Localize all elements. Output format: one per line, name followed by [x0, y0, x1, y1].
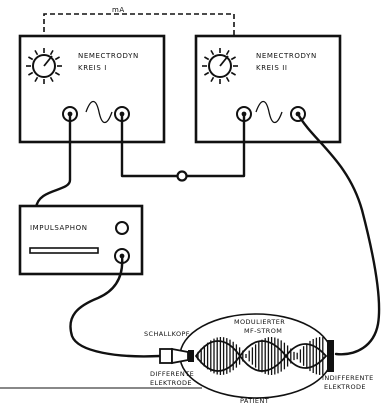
dial-tick — [210, 50, 215, 56]
patient-tissue — [179, 313, 333, 399]
dial-tick — [225, 50, 230, 56]
impulsaphon-unit: IMPULSAPHON — [18, 204, 144, 276]
milliammeter-label: mA — [112, 6, 125, 14]
indifferent-electrode-label-1: INDIFFERENTE — [322, 374, 374, 382]
patient-label: PATIENT — [240, 397, 269, 405]
dial-tick — [230, 56, 236, 61]
modulated-current-label-1: MODULIERTER — [234, 318, 285, 326]
display-slot — [29, 247, 99, 254]
differential-electrode-label-1: DIFFERENTE — [150, 370, 194, 378]
dial-tick — [54, 71, 60, 76]
dial-tick — [34, 76, 39, 82]
differential-electrode-label-2: ELEKTRODE — [150, 379, 192, 387]
circuit-2-subtitle: KREIS II — [256, 64, 288, 72]
nemectrodyn-circuit-1-unit: NEMECTRODYN KREIS I — [18, 34, 166, 144]
dial-tick — [28, 56, 34, 61]
wire-circuit-1-to-impulse — [34, 112, 72, 210]
dial-tick — [34, 50, 39, 56]
control-knob — [115, 221, 129, 235]
modulated-current-label-2: MF-STROM — [244, 327, 282, 335]
dial-icon — [202, 48, 238, 84]
wire-impulse-to-soundhead — [69, 254, 162, 358]
junction-node — [176, 170, 188, 182]
wire-circuit-2-to-indifferent-electrode — [296, 112, 381, 356]
impulsaphon-label: IMPULSAPHON — [30, 224, 88, 232]
dial-tick — [54, 56, 60, 61]
dial-tick — [204, 71, 210, 76]
dial-tick — [225, 76, 230, 82]
milliammeter-dashed-link — [43, 13, 235, 48]
sound-head-probe — [159, 347, 194, 365]
dial-tick — [49, 50, 54, 56]
circuit-2-title: NEMECTRODYN — [256, 52, 317, 60]
dial-tick — [230, 71, 236, 76]
indifferent-electrode-plate — [327, 340, 334, 372]
dial-tick — [49, 76, 54, 82]
sine-wave-icon — [85, 100, 113, 124]
sine-wave-icon — [255, 100, 283, 124]
dial-icon — [26, 48, 62, 84]
dial-tick — [210, 76, 215, 82]
sound-head-label: SCHALLKOPF — [144, 330, 190, 338]
circuit-1-title: NEMECTRODYN — [78, 52, 139, 60]
dial-tick — [28, 71, 34, 76]
dial-tick — [204, 56, 210, 61]
indifferent-electrode-label-2: ELEKTRODE — [324, 383, 366, 391]
nemectrodyn-circuit-2-unit: NEMECTRODYN KREIS II — [194, 34, 342, 144]
circuit-1-subtitle: KREIS I — [78, 64, 107, 72]
